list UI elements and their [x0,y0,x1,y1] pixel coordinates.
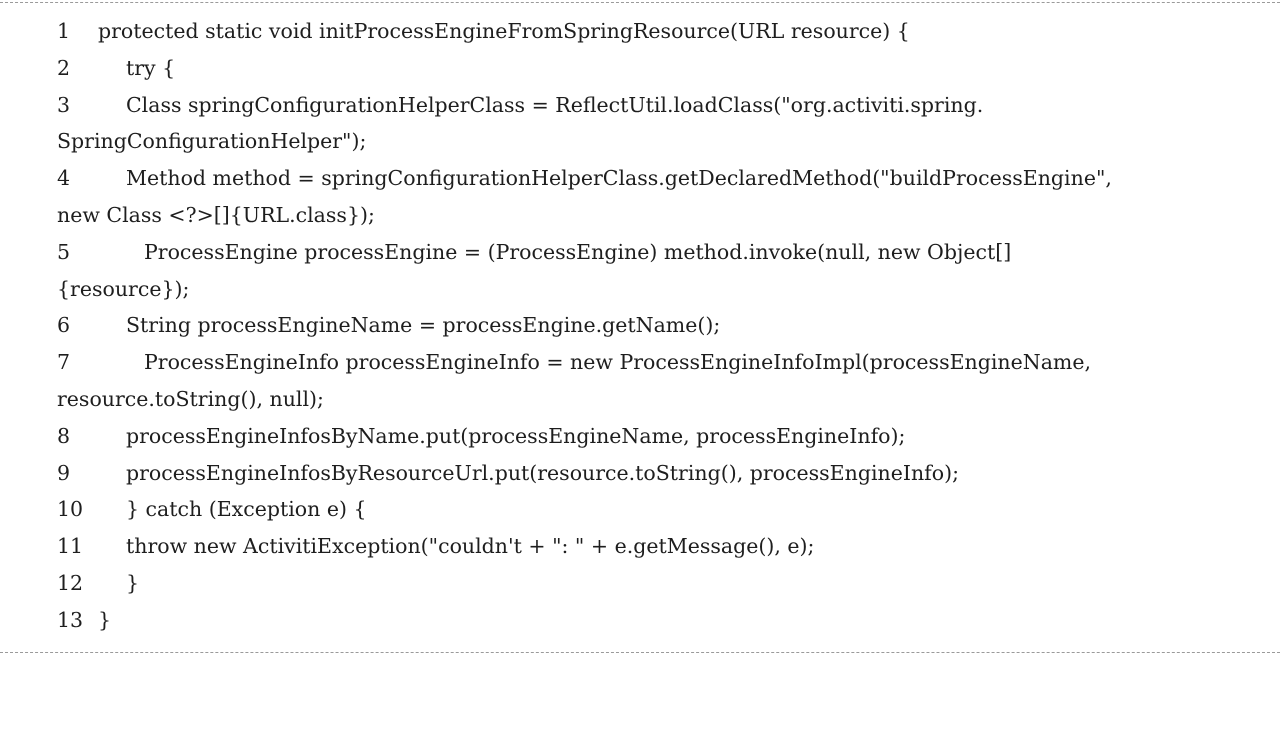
code-text: processEngineInfosByName.put(processEngi… [126,423,906,448]
code-text: } catch (Exception e) { [126,497,367,522]
top-dashed-rule [0,2,1280,3]
line-number: 10 [57,497,84,522]
code-text: ProcessEngine processEngine = (ProcessEn… [144,239,1012,264]
code-text: processEngineInfosByResourceUrl.put(reso… [126,460,959,485]
code-line-continuation: {resource}); [0,271,1280,308]
code-line: 13 } [0,602,1280,639]
code-line: 10 } catch (Exception e) { [0,491,1280,528]
line-number: 2 [57,55,71,80]
code-text: try { [126,55,176,80]
code-text: } [98,607,112,632]
code-line: 7 ProcessEngineInfo processEngineInfo = … [0,344,1280,381]
line-number: 6 [57,313,71,338]
code-text: resource.toString(), null); [57,386,324,411]
code-text: protected static void initProcessEngineF… [98,19,910,43]
code-line: 1 protected static void initProcessEngin… [0,13,1280,50]
code-line: 11 throw new ActivitiException("couldn't… [0,528,1280,565]
code-text: ProcessEngineInfo processEngineInfo = ne… [144,350,1092,375]
code-line: 12 } [0,565,1280,602]
line-number: 1 [57,19,71,43]
code-line: 6 String processEngineName = processEngi… [0,307,1280,344]
line-number: 13 [57,607,84,632]
code-text: Class springConfigurationHelperClass = R… [126,92,984,117]
code-line: 2 try { [0,50,1280,87]
code-text: SpringConfigurationHelper"); [57,129,367,154]
code-line-continuation: resource.toString(), null); [0,381,1280,418]
code-line: 5 ProcessEngine processEngine = (Process… [0,234,1280,271]
code-text: throw new ActivitiException("couldn't + … [126,534,815,559]
code-text: Method method = springConfigurationHelpe… [126,166,1112,191]
code-line: 3 Class springConfigurationHelperClass =… [0,87,1280,124]
code-text: {resource}); [57,276,190,301]
code-text: new Class <?>[]{URL.class}); [57,202,375,227]
line-number: 8 [57,423,71,448]
code-line-continuation: new Class <?>[]{URL.class}); [0,197,1280,234]
code-text: } [126,570,140,595]
line-number: 9 [57,460,71,485]
bottom-dashed-rule [0,652,1280,653]
line-number: 7 [57,350,71,375]
code-line: 4 Method method = springConfigurationHel… [0,160,1280,197]
line-number: 3 [57,92,71,117]
code-line: 9 processEngineInfosByResourceUrl.put(re… [0,455,1280,492]
line-number: 12 [57,570,84,595]
code-line: 8 processEngineInfosByName.put(processEn… [0,418,1280,455]
line-number: 4 [57,166,71,191]
code-listing: 1 protected static void initProcessEngin… [0,13,1280,639]
code-text: String processEngineName = processEngine… [126,313,721,338]
line-number: 5 [57,239,71,264]
code-line-continuation: SpringConfigurationHelper"); [0,123,1280,160]
line-number: 11 [57,534,84,559]
